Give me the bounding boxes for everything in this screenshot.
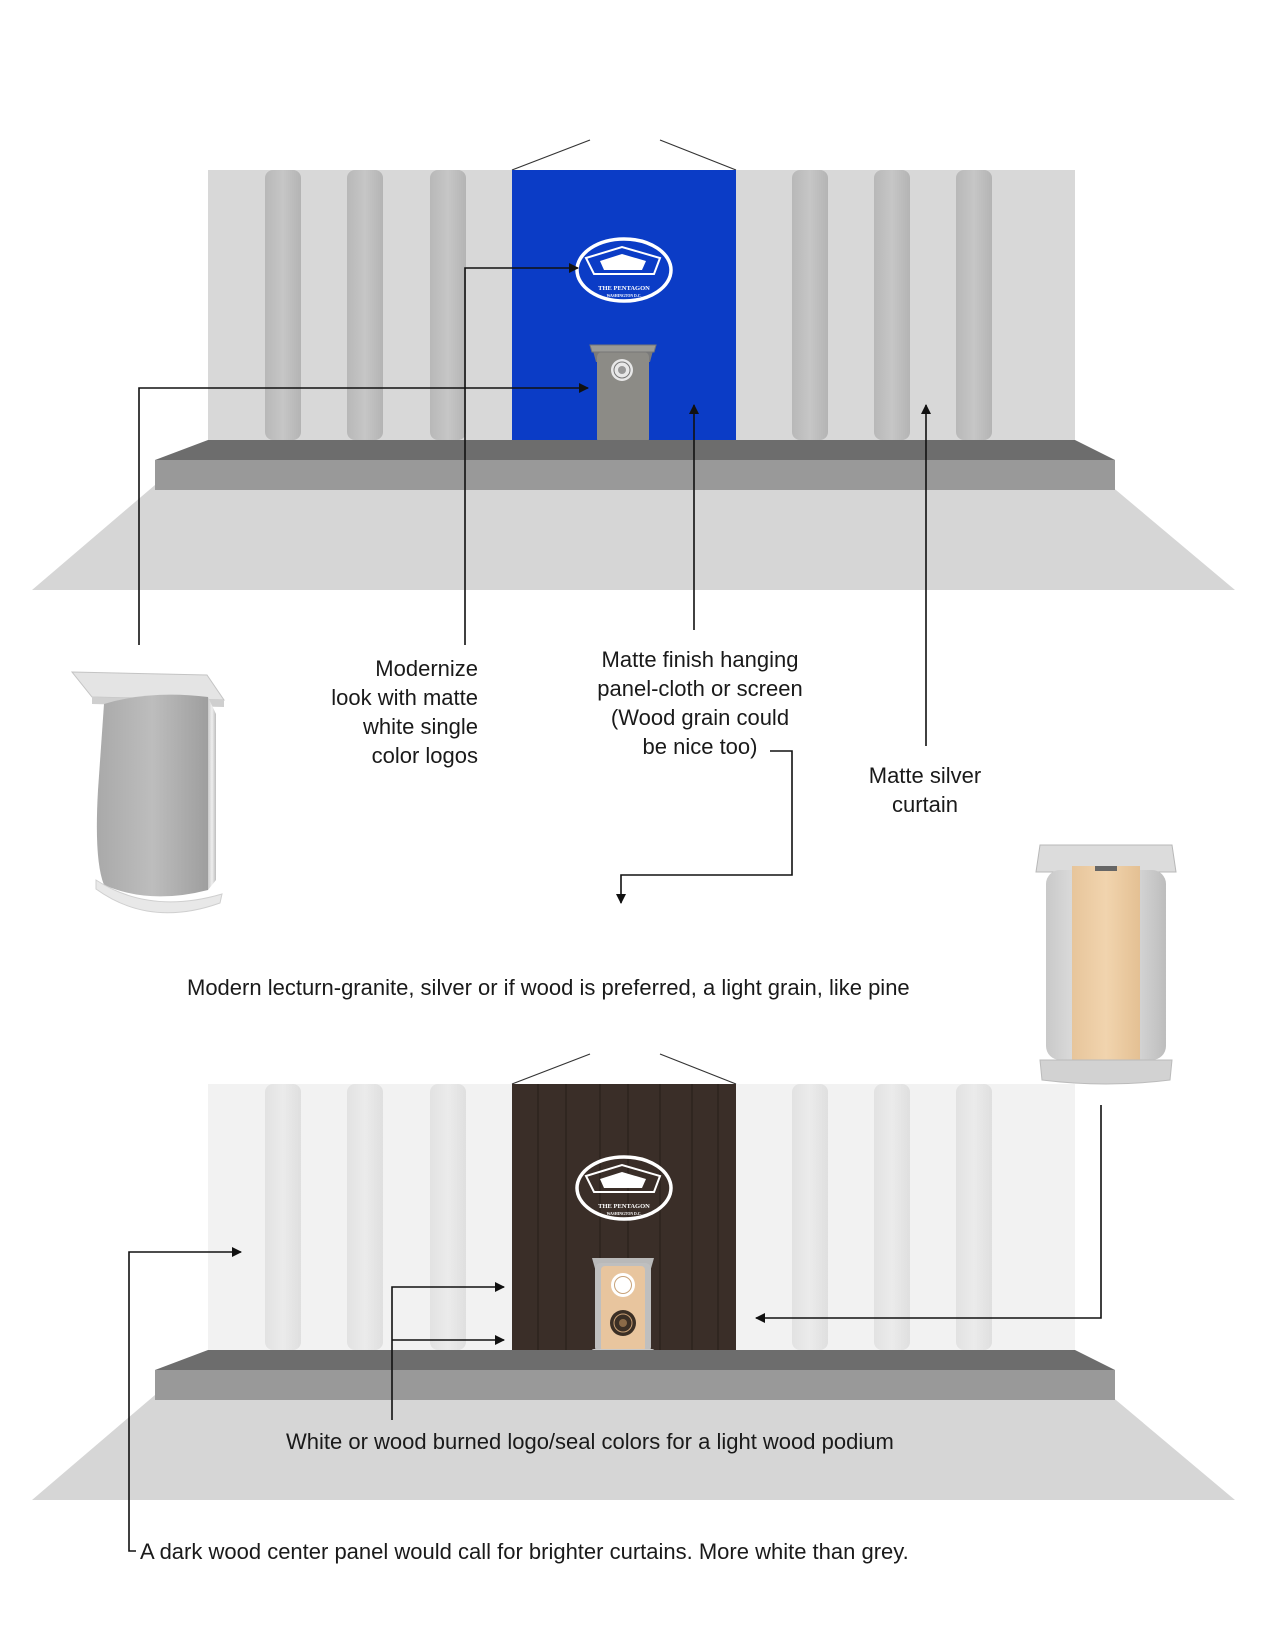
bottom-curtain-folds (265, 1084, 992, 1350)
bottom-floor (32, 1395, 1235, 1500)
label-panel-line-4: be nice too) (642, 734, 758, 759)
label-panel-line-3: (Wood grain could (610, 705, 790, 730)
top-stage-front (155, 460, 1115, 490)
grey-podium (589, 344, 657, 449)
arrow-modernize-to-seal (464, 263, 579, 645)
label-modernize: Modernize look with matte white single c… (288, 654, 478, 770)
arrow-dark-wood-to-curtain (128, 1247, 242, 1552)
arrow-wood-grain-to-lectern-note (616, 750, 793, 904)
seal-title-bottom: THE PENTAGON (598, 1203, 650, 1210)
top-stage: THE PENTAGON WASHINGTON D.C. (32, 139, 1235, 590)
pine-lectern (1035, 844, 1177, 1085)
label-lectern: Modern lecturn-granite, silver or if woo… (187, 975, 910, 1000)
arrow-seal-colors-upper (391, 1282, 505, 1420)
label-seal-colors: White or wood burned logo/seal colors fo… (286, 1429, 894, 1454)
top-hanging-wires (511, 139, 737, 171)
top-floor (32, 485, 1235, 590)
label-curtain-line-1: Matte silver (868, 763, 982, 788)
label-panel-line-1: Matte finish hanging (601, 647, 799, 672)
label-panel-line-2: panel-cloth or screen (597, 676, 803, 701)
bottom-stage-front (155, 1370, 1115, 1400)
bottom-hanging-wires (511, 1053, 737, 1085)
seal-subtitle: WASHINGTON D.C. (607, 294, 642, 298)
top-curtain-folds (265, 170, 992, 440)
label-panel: Matte finish hanging panel-cloth or scre… (580, 645, 820, 761)
light-wood-podium (591, 1258, 655, 1358)
arrow-pine-lectern-to-panel (755, 1105, 1102, 1323)
label-modernize-line-4: color logos (371, 743, 478, 768)
label-curtain: Matte silver curtain (840, 761, 1010, 819)
label-curtain-line-2: curtain (891, 792, 959, 817)
pentagon-seal-dark-panel: THE PENTAGON WASHINGTON D.C. (575, 1155, 673, 1221)
bottom-stage-platform (155, 1350, 1115, 1370)
seal-title: THE PENTAGON (598, 285, 650, 292)
granite-lectern (70, 671, 225, 914)
bottom-stage: THE PENTAGON WASHINGTON D.C. (32, 1053, 1235, 1500)
label-modernize-line-3: white single (363, 714, 478, 739)
seal-subtitle-bottom: WASHINGTON D.C. (607, 1212, 642, 1216)
top-stage-platform (155, 440, 1115, 460)
label-modernize-line-1: Modernize (375, 656, 478, 681)
label-dark-wood: A dark wood center panel would call for … (140, 1539, 909, 1564)
annotation-arrows (128, 263, 1102, 1552)
arrow-lectern-to-podium (138, 383, 589, 645)
label-modernize-line-2: look with matte (331, 685, 478, 710)
